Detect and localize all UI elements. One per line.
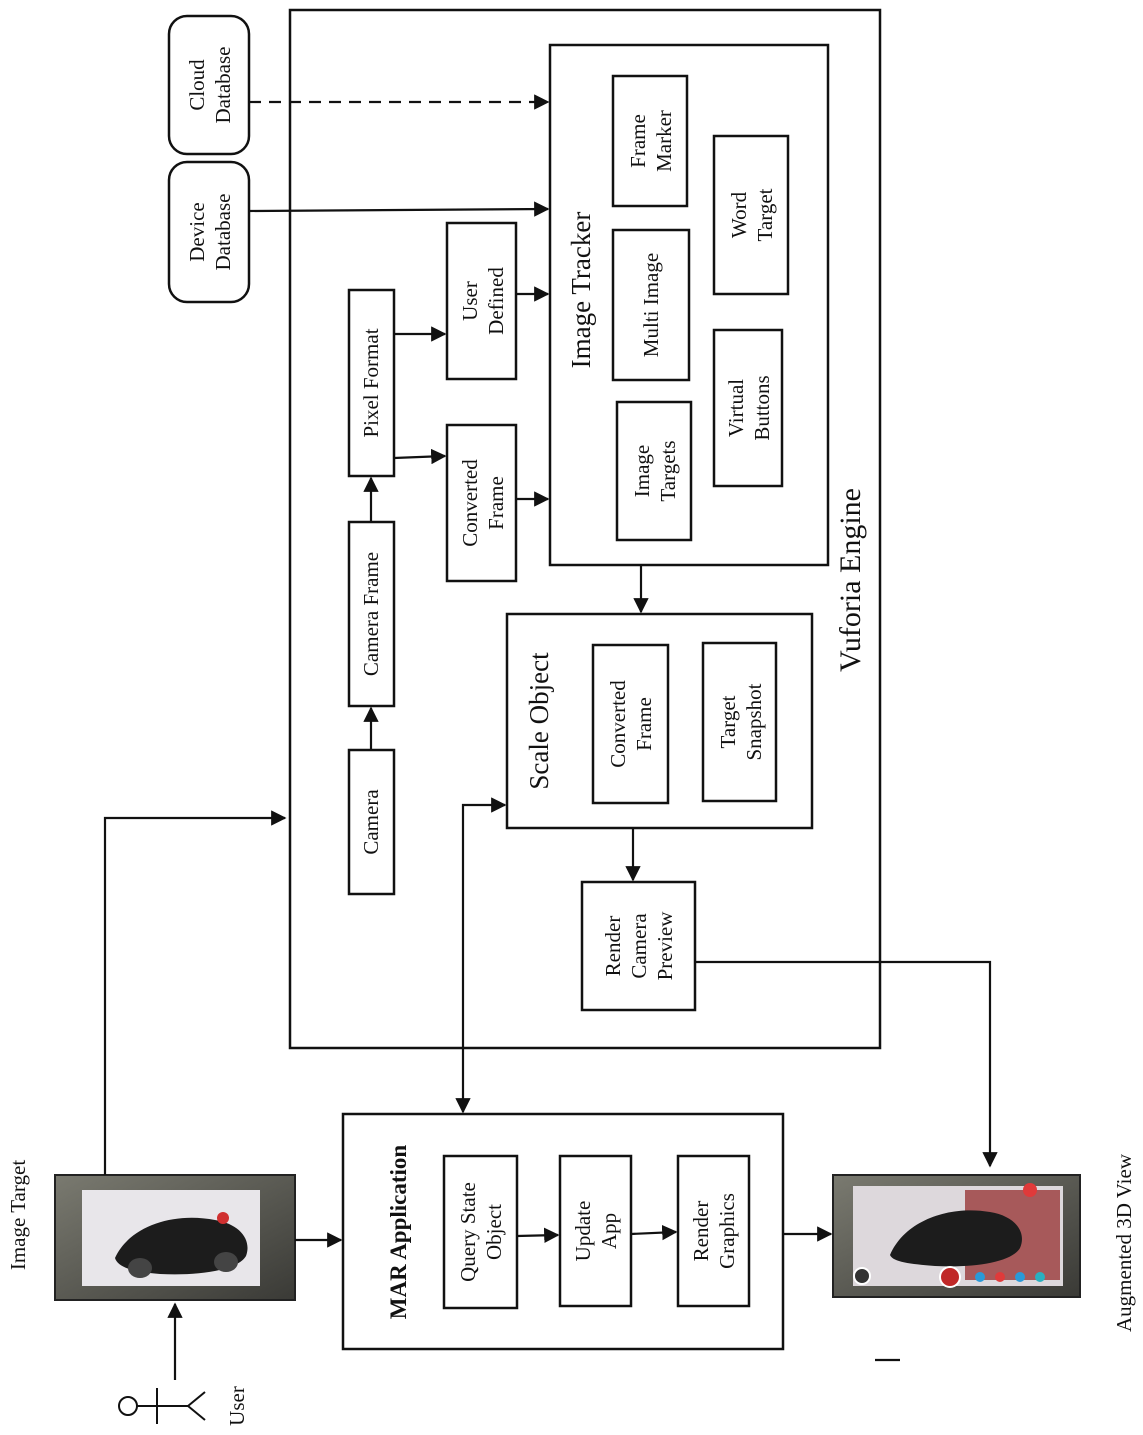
camera-box	[347, 748, 396, 896]
augmented-3d-view-photo	[832, 1174, 1081, 1298]
frame-marker-box	[611, 74, 689, 208]
converted-frame-box	[445, 423, 518, 583]
target-snapshot-label: TargetSnapshot	[716, 683, 766, 760]
update-app-box	[558, 1154, 633, 1308]
camera-frame-box	[347, 520, 396, 708]
image-targets-label: ImageTargets	[630, 440, 680, 501]
converted-frame-label: ConvertedFrame	[458, 459, 508, 547]
word-target-box	[712, 134, 790, 296]
render-camera-preview-label: RenderCameraPreview	[601, 911, 677, 981]
render-camera-preview-box	[580, 880, 697, 1012]
pixel-format-label: Pixel Format	[359, 328, 383, 437]
render-graphics-label: RenderGraphics	[689, 1193, 739, 1269]
augmented-3d-view-label: Augmented 3D View	[1112, 1153, 1136, 1332]
query-state-object-box	[442, 1154, 519, 1310]
device-database-label: DeviceDatabase	[185, 194, 235, 271]
multi-image-box	[611, 228, 691, 382]
user-defined-label: UserDefined	[458, 267, 508, 335]
user-defined-box	[445, 221, 518, 381]
virtual-buttons-box	[712, 328, 784, 488]
virtual-buttons-label: VirtualButtons	[724, 375, 774, 440]
camera-frame-label: Camera Frame	[359, 552, 383, 676]
image-target-label: Image Target	[6, 1160, 30, 1270]
multi-image-label: Multi Image	[639, 253, 663, 357]
user-actor-icon	[118, 1388, 206, 1424]
update-app-label: UpdateApp	[571, 1201, 621, 1262]
user-label: User	[225, 1386, 249, 1426]
vuforia-engine-label: Vuforia Engine	[834, 488, 867, 672]
cloud-database-box	[167, 14, 251, 156]
target-snapshot-box	[701, 641, 778, 803]
mar-application-title: MAR Application	[386, 1145, 411, 1320]
image-target-photo	[54, 1174, 296, 1301]
image-targets-box	[615, 400, 693, 542]
scale-converted-frame-label: ConvertedFrame	[606, 680, 656, 768]
vuforia-engine-frame	[288, 8, 882, 1050]
scale-converted-frame-box	[591, 643, 670, 805]
camera-label: Camera	[359, 789, 383, 855]
frame-marker-label: FrameMarker	[626, 110, 676, 172]
query-state-object-label: Query StateObject	[456, 1182, 506, 1282]
cloud-database-label: CloudDatabase	[185, 47, 235, 124]
connectors	[103, 94, 998, 1380]
pixel-format-box	[347, 288, 396, 478]
scale-object-title: Scale Object	[524, 652, 554, 790]
device-database-box	[167, 160, 251, 304]
image-tracker-title: Image Tracker	[566, 212, 596, 369]
word-target-label: WordTarget	[727, 188, 777, 241]
render-graphics-box	[676, 1154, 751, 1308]
